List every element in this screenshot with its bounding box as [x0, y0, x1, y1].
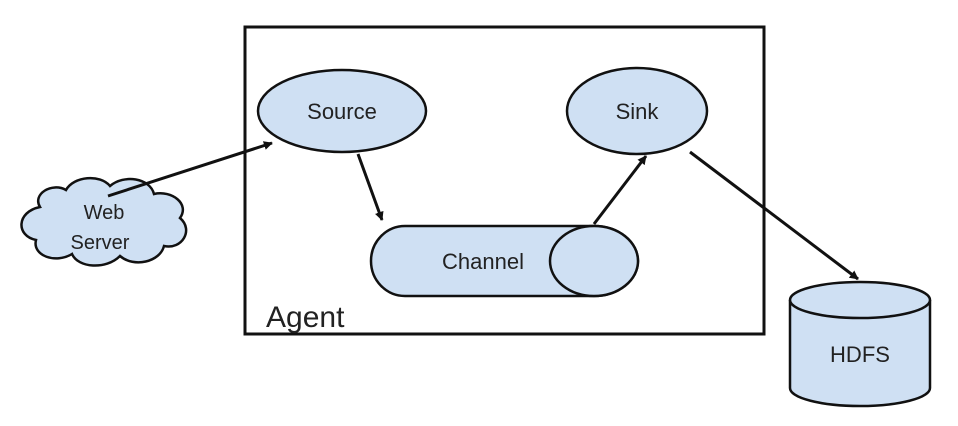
edge-sink-to-hdfs	[689, 150, 859, 281]
agent-box: Agent	[243, 25, 766, 336]
source-label: Source	[307, 99, 377, 124]
channel-end-cap	[548, 224, 640, 298]
web-server-cloud: Web Server	[20, 177, 188, 267]
source-node: Source	[256, 68, 428, 154]
edges	[107, 141, 859, 281]
edge-webserver-to-source	[107, 141, 273, 198]
hdfs-database: HDFS	[788, 280, 932, 408]
sink-node: Sink	[565, 66, 709, 156]
edge-source-to-channel	[356, 153, 384, 221]
channel-label: Channel	[442, 249, 524, 274]
sink-ellipse	[565, 66, 709, 156]
web-server-label-line1: Web	[84, 202, 125, 224]
hdfs-top	[788, 280, 932, 320]
agent-label: Agent	[266, 301, 345, 334]
hdfs-label: HDFS	[830, 342, 890, 367]
channel-node: Channel	[369, 224, 640, 298]
agent-border	[243, 25, 766, 336]
cloud-shape	[20, 177, 188, 267]
web-server-label-line2: Server	[71, 232, 130, 254]
hdfs-body	[788, 300, 932, 408]
source-ellipse	[256, 68, 428, 154]
edge-channel-to-sink	[592, 155, 648, 225]
sink-label: Sink	[616, 99, 660, 124]
